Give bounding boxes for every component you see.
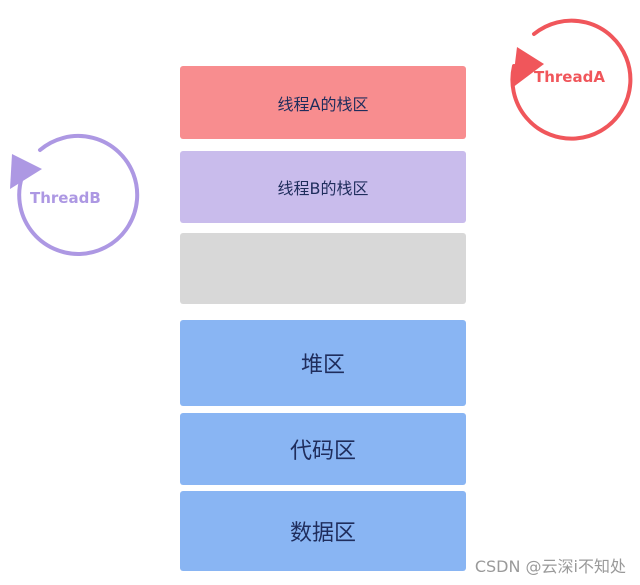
thread-a-stack-label: 线程A的栈区 [277, 94, 369, 114]
heap-label: 堆区 [300, 353, 345, 378]
code-segment-block: 代码区 [180, 413, 466, 485]
thread-b-stack-block: 线程B的栈区 [180, 151, 466, 223]
data-segment-label: 数据区 [289, 521, 356, 546]
thread-a-stack-block: 线程A的栈区 [180, 66, 466, 139]
watermark: CSDN @云深i不知处 [474, 557, 626, 576]
unused-memory-block [180, 233, 466, 304]
data-segment-block: 数据区 [180, 491, 466, 571]
thread-a-label: ThreadA [534, 68, 605, 86]
thread-a-cycle-icon [510, 18, 633, 141]
thread-b-label: ThreadB [30, 189, 101, 207]
code-segment-label: 代码区 [289, 439, 356, 464]
thread-b-cycle-icon [10, 134, 140, 256]
heap-block: 堆区 [180, 320, 466, 406]
thread-b-stack-label: 线程B的栈区 [277, 179, 369, 198]
